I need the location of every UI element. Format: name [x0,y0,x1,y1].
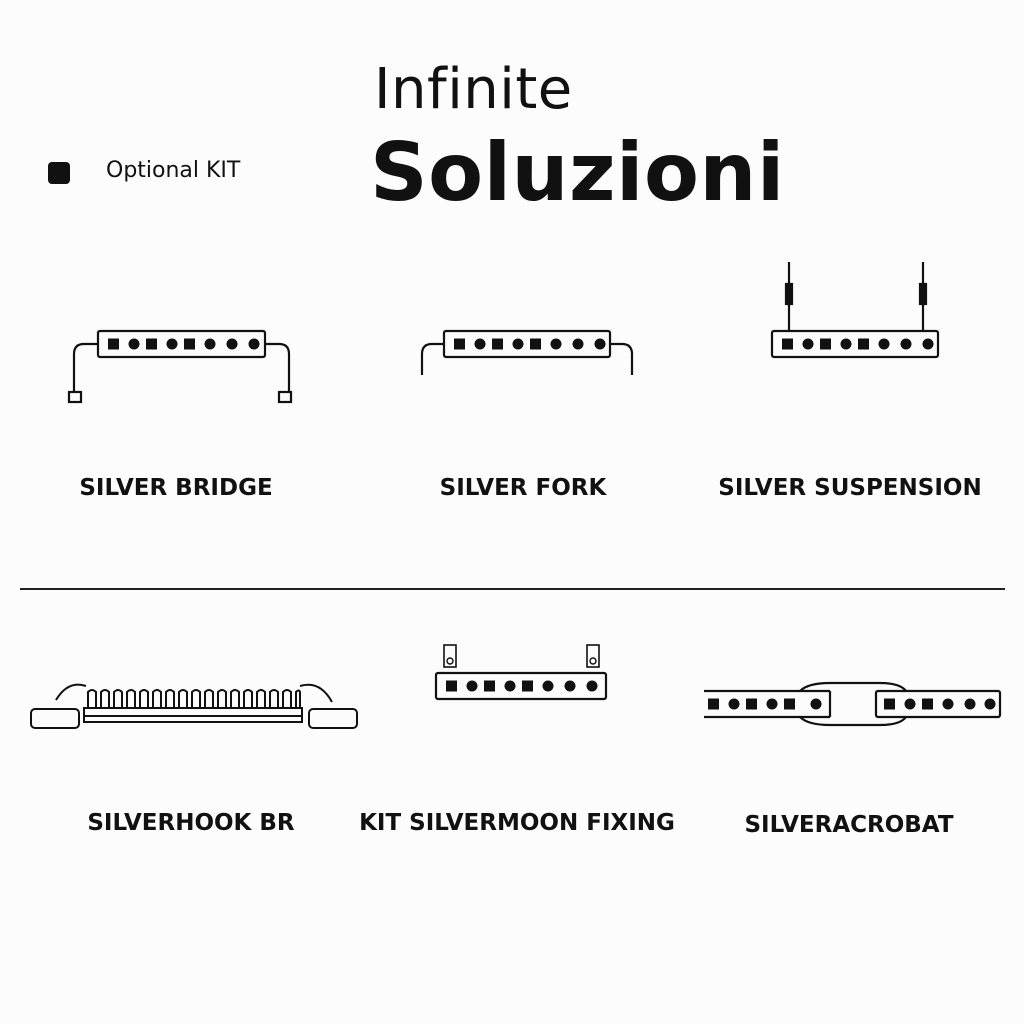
kit-silvermoon-fixing-diagram [434,644,608,701]
silver-suspension-diagram [770,262,940,359]
acrobat-joint-top [799,681,907,692]
bridge-right-arm [265,342,291,392]
silvermoon-right-screw [589,657,597,665]
hook-left-bracket [55,683,87,701]
acrobat-joint-bottom [799,716,907,727]
bridge-strip [96,329,267,359]
suspension-modules [782,338,934,350]
suspension-right-clamp [918,282,928,306]
silvermoon-left-bracket [443,644,457,668]
label-silveracrobat: SILVERACROBAT [744,812,954,838]
silvermoon-right-bracket [586,644,600,668]
label-kit-silvermoon-fixing: KIT SILVERMOON FIXING [359,810,675,836]
label-silver-fork: SILVER FORK [439,475,607,501]
fork-left-arm [420,342,444,375]
silver-bridge-diagram [67,329,293,404]
suspension-left-clamp [784,282,794,306]
bridge-right-clip [277,390,293,404]
bridge-left-clip [67,390,83,404]
fork-strip [442,329,612,359]
hook-left-cap [30,708,80,729]
bridge-left-arm [72,342,98,392]
acrobat-right-strip [874,689,1002,719]
fork-modules [454,338,606,350]
label-silver-bridge: SILVER BRIDGE [79,475,273,501]
silverhook-br-diagram [30,683,358,729]
title-line-1: Infinite [374,57,573,122]
hook-right-cap [308,708,358,729]
silvermoon-strip [434,671,608,701]
label-silverhook-br: SILVERHOOK BR [87,810,295,836]
acrobat-right-modules [884,698,996,710]
suspension-strip [770,329,940,359]
silvermoon-left-screw [446,657,454,665]
silver-fork-diagram [420,329,634,375]
hook-heatsink-fins [87,689,301,708]
fork-right-arm [610,342,634,375]
legend-label: Optional KIT [106,158,241,183]
title-line-2: Soluzioni [370,126,785,219]
section-divider [20,588,1005,590]
silveracrobat-diagram [704,681,1002,727]
legend-swatch [48,162,70,184]
label-silver-suspension: SILVER SUSPENSION [718,475,982,501]
bridge-modules [108,338,260,350]
acrobat-left-modules [708,698,822,710]
silvermoon-modules [446,680,598,692]
hook-right-bracket [299,683,333,703]
